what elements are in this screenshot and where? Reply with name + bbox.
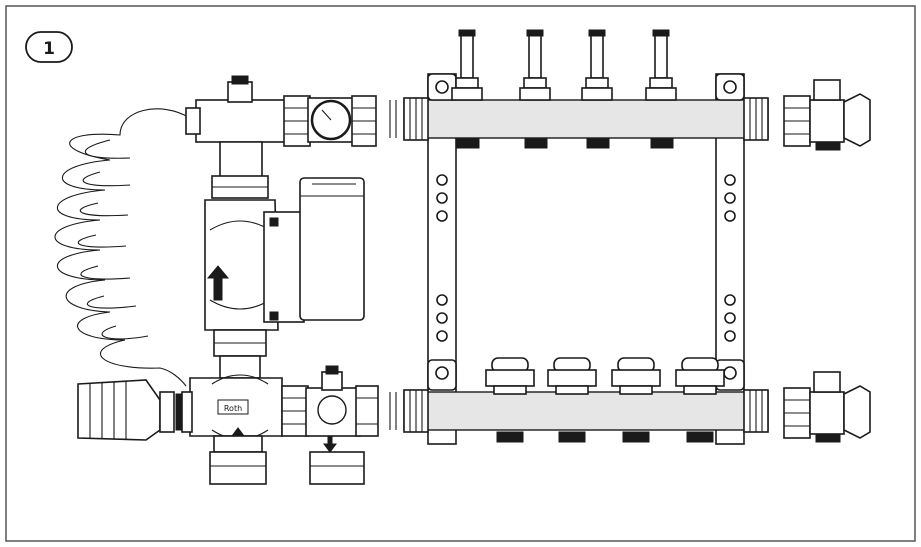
supply-left-screw-icon bbox=[435, 80, 449, 94]
thermometer-needle bbox=[321, 109, 332, 121]
distribution-manifold bbox=[389, 29, 871, 445]
air-vent-cap bbox=[231, 75, 249, 85]
supply-bar bbox=[403, 99, 769, 139]
mixing-valve-logo: Roth bbox=[224, 404, 242, 413]
return-bar bbox=[403, 391, 769, 431]
return-end-valve bbox=[783, 371, 871, 443]
step-badge: 1 bbox=[25, 31, 73, 63]
pump-motor-housing bbox=[299, 177, 365, 321]
pump-upper-elbow bbox=[219, 141, 263, 179]
mixing-valve-logo-plate bbox=[217, 399, 249, 415]
flowmeter-1 bbox=[451, 29, 483, 149]
pump-volute bbox=[204, 199, 279, 331]
return-right-screw-icon bbox=[723, 366, 737, 380]
supply-right-screw-icon bbox=[723, 80, 737, 94]
supply-inlet-nut bbox=[209, 451, 267, 485]
supply-inlet-pipe bbox=[213, 435, 263, 453]
return-left-screw-icon bbox=[435, 366, 449, 380]
figure-frame bbox=[5, 5, 916, 542]
supply-end-valve bbox=[783, 79, 871, 151]
thermostatic-adapter bbox=[159, 391, 175, 433]
return-valve-1 bbox=[485, 357, 535, 443]
flow-direction-arrow-up-icon bbox=[206, 265, 230, 301]
pump-motor-flange bbox=[263, 211, 305, 323]
bypass-right-nut bbox=[355, 385, 379, 437]
pump-group: Roth bbox=[77, 75, 379, 485]
sensor-port bbox=[185, 107, 201, 135]
air-vent bbox=[227, 81, 253, 103]
thermostatic-scale bbox=[175, 393, 183, 431]
return-arrow-down-icon bbox=[323, 435, 337, 453]
bypass-valve-stem bbox=[321, 371, 343, 391]
flowmeter-4 bbox=[645, 29, 677, 149]
flowmeter-3 bbox=[581, 29, 613, 149]
step-number: 1 bbox=[43, 39, 55, 59]
flowmeter-2 bbox=[519, 29, 551, 149]
return-valve-2 bbox=[547, 357, 597, 443]
return-valve-4 bbox=[675, 357, 725, 443]
return-outlet-nut bbox=[309, 451, 365, 485]
capillary-coil-inner bbox=[77, 139, 149, 340]
return-valve-3 bbox=[611, 357, 661, 443]
capillary-coil bbox=[54, 108, 191, 387]
top-flow-pipe bbox=[195, 99, 289, 143]
